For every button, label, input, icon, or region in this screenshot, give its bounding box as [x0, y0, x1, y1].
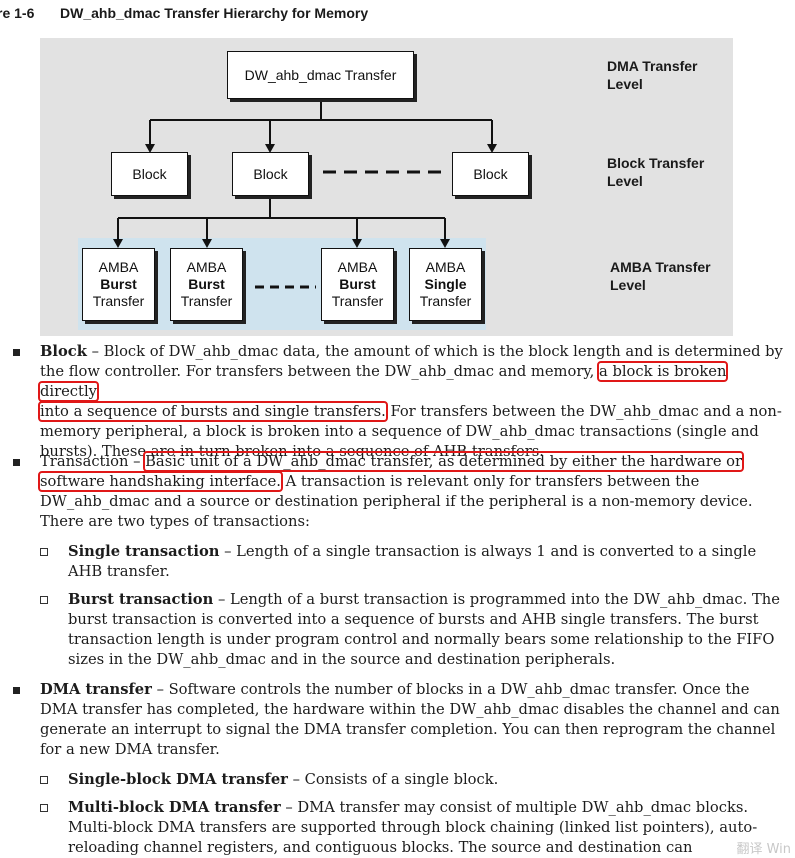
amba-line3: Transfer [331, 293, 384, 309]
level-line: Block Transfer [607, 155, 705, 171]
term: Transaction – [40, 453, 146, 470]
text: – Consists of a single block. [287, 771, 499, 788]
bullet-square [13, 349, 20, 356]
term: DMA transfer [40, 681, 152, 698]
block-label: Block [132, 165, 167, 182]
bullet-square [13, 459, 20, 466]
term: Multi-block DMA transfer [68, 799, 281, 816]
amba-line1: AMBA [337, 259, 378, 275]
multi-block-dma-definition: Multi-block DMA transfer – DMA transfer … [68, 798, 788, 858]
block-box: Block [232, 152, 309, 196]
watermark: 翻译 Win [736, 842, 791, 857]
bullet-hollow-square [40, 548, 48, 556]
dma-transfer-label: DW_ahb_dmac Transfer [244, 66, 397, 83]
amba-line1: AMBA [186, 259, 227, 275]
term: Single-block DMA transfer [68, 771, 288, 788]
amba-line2: Burst [100, 276, 137, 292]
text: – Length of a single transaction is alwa… [68, 543, 757, 580]
term: Burst transaction [68, 591, 214, 608]
amba-line3: Transfer [419, 293, 472, 309]
block-definition: Block – Block of DW_ahb_dmac data, the a… [37, 342, 788, 462]
bullet-hollow-square [40, 596, 48, 604]
block-label: Block [473, 165, 508, 182]
dma-transfer-definition: DMA transfer – Software controls the num… [40, 680, 788, 760]
figure-title-text: DW_ahb_dmac Transfer Hierarchy for Memor… [60, 5, 369, 21]
term: Single transaction [68, 543, 220, 560]
amba-line2: Single [424, 276, 467, 292]
highlight: a block is broken directly [37, 361, 729, 402]
amba-line1: AMBA [425, 259, 466, 275]
burst-transaction-definition: Burst transaction – Length of a burst tr… [68, 590, 788, 670]
level-line: Level [607, 173, 643, 189]
amba-line2: Burst [339, 276, 376, 292]
text: – Software controls the number of blocks… [40, 681, 780, 758]
figure-number: re 1-6 [0, 5, 35, 21]
amba-line1: AMBA [98, 259, 139, 275]
text: – Length of a burst transaction is progr… [68, 591, 780, 668]
single-block-dma-definition: Single-block DMA transfer – Consists of … [68, 770, 788, 790]
bullet-hollow-square [40, 804, 48, 812]
dma-transfer-level-label: DMA Transfer Level [607, 57, 698, 93]
highlight: software handshaking interface. [38, 471, 283, 492]
dma-transfer-box: DW_ahb_dmac Transfer [227, 51, 414, 99]
level-line: DMA Transfer [607, 58, 698, 74]
amba-line3: Transfer [180, 293, 233, 309]
block-box: Block [452, 152, 529, 196]
text: A transaction is relevant only for trans… [40, 473, 753, 530]
bullet-hollow-square [40, 776, 48, 784]
level-line: Level [610, 277, 646, 293]
transaction-definition: Transaction – Basic unit of a DW_ahb_dma… [38, 451, 788, 532]
text: – DMA transfer may consist of multiple D… [68, 799, 758, 856]
amba-line3: Transfer [92, 293, 145, 309]
block-transfer-level-label: Block Transfer Level [607, 154, 704, 190]
single-transaction-definition: Single transaction – Length of a single … [68, 542, 788, 582]
block-label: Block [253, 165, 288, 182]
text: For transfers between the DW_ahb_dmac an… [40, 403, 782, 460]
term: Block [40, 343, 87, 360]
level-line: Level [607, 76, 643, 92]
amba-line2: Burst [188, 276, 225, 292]
amba-transfer-level-label: AMBA Transfer Level [610, 258, 711, 294]
level-line: AMBA Transfer [610, 259, 711, 275]
bullet-square [13, 687, 20, 694]
amba-transfer-box: AMBA Burst Transfer [170, 248, 243, 321]
figure-title: re 1-6 DW_ahb_dmac Transfer Hierarchy fo… [0, 5, 368, 21]
highlight: into a sequence of bursts and single tra… [38, 401, 388, 422]
block-box: Block [111, 152, 188, 196]
amba-transfer-box: AMBA Burst Transfer [82, 248, 155, 321]
amba-transfer-box: AMBA Single Transfer [409, 248, 482, 321]
text: – Block of DW_ahb_dmac data, the amount … [40, 343, 783, 380]
highlight: Basic unit of a DW_ahb_dmac transfer, as… [143, 451, 745, 472]
amba-transfer-box: AMBA Burst Transfer [321, 248, 394, 321]
